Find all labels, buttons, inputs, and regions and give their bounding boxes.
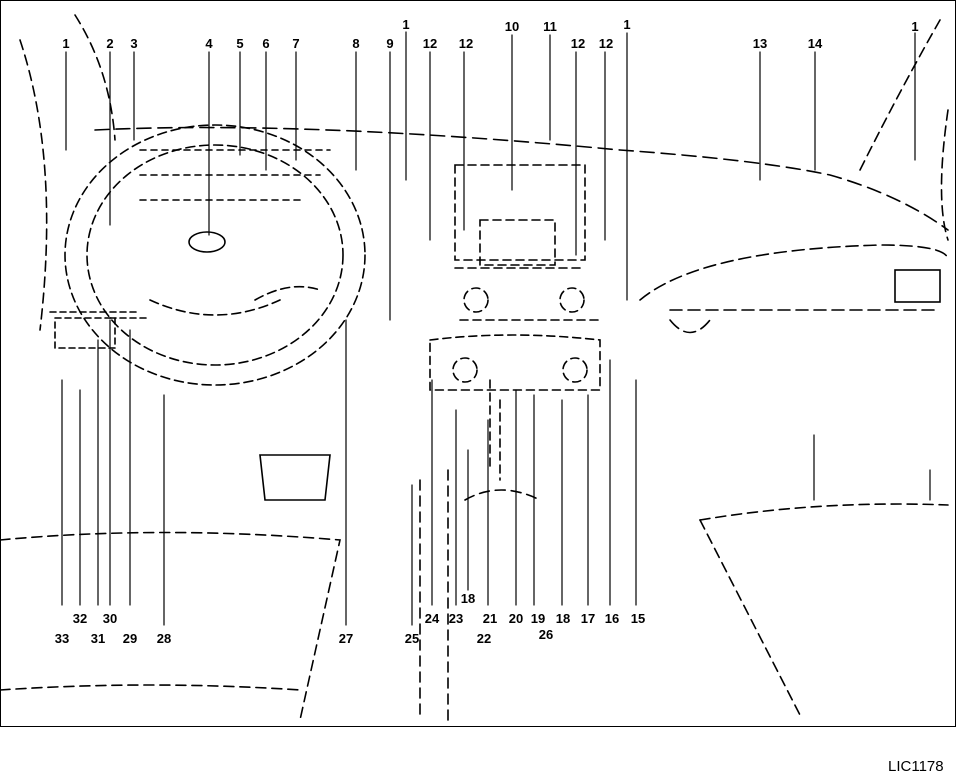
callout-label: 28	[156, 631, 172, 646]
callout-label: 11	[543, 19, 557, 34]
callout-label: 6	[262, 36, 270, 51]
callout-label: 19	[530, 611, 546, 626]
callout-label: 10	[504, 19, 520, 34]
callout-label: 32	[72, 611, 88, 626]
callout-label: 16	[604, 611, 620, 626]
callout-label: 27	[338, 631, 354, 646]
windshield-pillars	[19, 14, 949, 331]
callout-label: 14	[807, 36, 823, 51]
callout-label: 12	[422, 36, 438, 51]
callout-label: 2	[106, 36, 114, 51]
callout-label: 8	[352, 36, 360, 51]
callout-label: 30	[102, 611, 118, 626]
callout-label: 26	[538, 627, 554, 642]
figure-code: LIC1178	[888, 758, 944, 775]
callout-label: 3	[130, 36, 138, 51]
callout-label: 18	[555, 611, 571, 626]
callout-label: 25	[404, 631, 420, 646]
passenger-dashboard	[639, 244, 949, 334]
callout-label: 33	[54, 631, 70, 646]
callout-label: 22	[476, 631, 492, 646]
callout-label: 18	[460, 591, 476, 606]
steering-wheel	[64, 124, 366, 386]
callout-label: 20	[508, 611, 524, 626]
dashboard-top-edge	[94, 126, 949, 231]
lower-console	[0, 469, 949, 721]
top-leader-lines	[65, 31, 916, 321]
callout-label: 1	[62, 36, 70, 51]
callout-label: 15	[630, 611, 646, 626]
bottom-leader-lines	[61, 319, 931, 626]
callout-label: 13	[752, 36, 768, 51]
figure-frame	[0, 0, 956, 727]
callout-label: 12	[570, 36, 586, 51]
callout-label: 1	[623, 17, 631, 32]
callout-label: 12	[458, 36, 474, 51]
callout-label: 29	[122, 631, 138, 646]
center-stack	[429, 164, 601, 481]
callout-label: 1	[911, 19, 919, 34]
callout-label: 5	[236, 36, 244, 51]
callout-label: 17	[580, 611, 596, 626]
callout-label: 4	[205, 36, 213, 51]
callout-label: 24	[424, 611, 440, 626]
callout-label: 21	[482, 611, 498, 626]
callout-label: 1	[402, 17, 410, 32]
callout-label: 7	[292, 36, 300, 51]
callout-label: 31	[90, 631, 106, 646]
callout-label: 9	[386, 36, 394, 51]
callout-label: 23	[448, 611, 464, 626]
callout-label: 12	[598, 36, 614, 51]
instrument-cluster	[139, 149, 331, 201]
left-switch-panel	[49, 311, 331, 501]
